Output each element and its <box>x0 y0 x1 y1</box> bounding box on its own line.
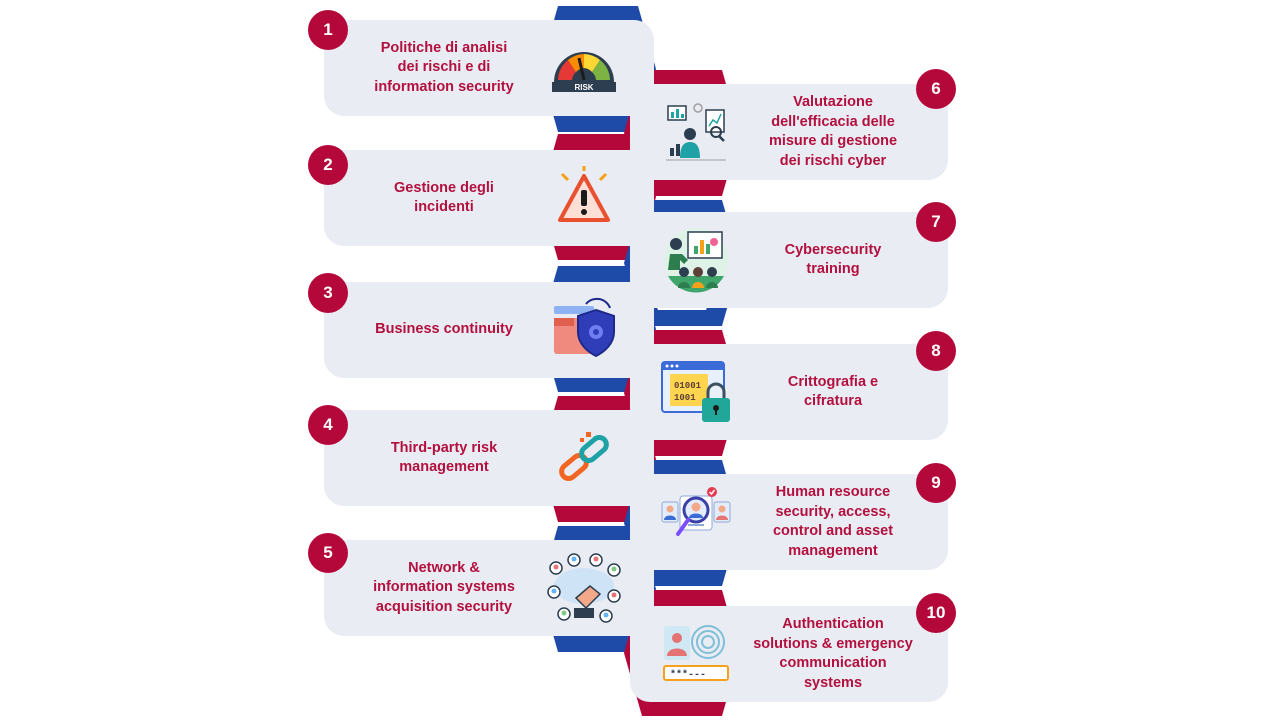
step-card-10: Authentication solutions & emergency com… <box>630 606 948 702</box>
broken-chain-icon <box>559 432 609 481</box>
step-label-9: Human resource security, access, control… <box>772 484 894 559</box>
binary-line-1: 01001 <box>674 381 702 391</box>
step-badge-2: 2 <box>308 145 348 185</box>
step-badge-5: 5 <box>308 533 348 573</box>
step-badge-6: 6 <box>916 69 956 109</box>
step-badge-4: 4 <box>308 405 348 445</box>
step-badge-1: 1 <box>308 10 348 50</box>
step-card-4: Third-party risk management <box>324 410 654 506</box>
warning-triangle-icon <box>558 166 610 222</box>
step-label-6: Valutazione dell'efficacia delle misure … <box>768 94 898 169</box>
password-text: ***--- <box>670 669 706 681</box>
training-presentation-icon <box>664 228 728 293</box>
fingerprint-password-icon: ***--- <box>663 625 729 681</box>
step-card-2: Gestione degli incidenti <box>324 150 654 246</box>
step-card-3: Business continuity <box>324 282 654 378</box>
risk-text: RISK <box>574 83 593 92</box>
step-card-1: Politiche di analisi dei rischi e di inf… <box>324 20 654 116</box>
step-label-7: Cybersecurity training <box>784 241 882 278</box>
binary-line-2: 1001 <box>674 393 696 403</box>
step-label-10: Authentication solutions & emergency com… <box>753 616 913 691</box>
step-card-5: Network & information systems acquisitio… <box>324 540 654 636</box>
binary-lock-icon: 01001 1001 <box>661 361 730 422</box>
magnifier-people-icon <box>661 487 731 536</box>
step-label-2: Gestione degli incidenti <box>394 179 494 216</box>
risk-gauge-icon: RISK <box>552 52 616 92</box>
step-card-6: Valutazione dell'efficacia delle misure … <box>630 84 948 180</box>
step-label-5: Network & information systems acquisitio… <box>373 559 515 615</box>
step-badge-8: 8 <box>916 331 956 371</box>
step-badge-3: 3 <box>308 273 348 313</box>
step-card-9: Human resource security, access, control… <box>630 474 948 570</box>
step-badge-7: 7 <box>916 202 956 242</box>
step-badge-9: 9 <box>916 463 956 503</box>
step-card-7: Cybersecurity training <box>630 212 948 308</box>
analyst-charts-icon <box>666 103 726 161</box>
step-badge-10: 10 <box>916 593 956 633</box>
step-label-1: Politiche di analisi dei rischi e di inf… <box>374 39 514 95</box>
network-people-icon <box>547 553 621 623</box>
step-label-8: Crittografia e cifratura <box>787 373 879 410</box>
step-label-4: Third-party risk management <box>390 439 498 476</box>
step-card-8: Crittografia e cifratura 01001 1001 <box>630 344 948 440</box>
shield-folder-icon <box>554 297 615 358</box>
step-label-3: Business continuity <box>375 321 513 338</box>
